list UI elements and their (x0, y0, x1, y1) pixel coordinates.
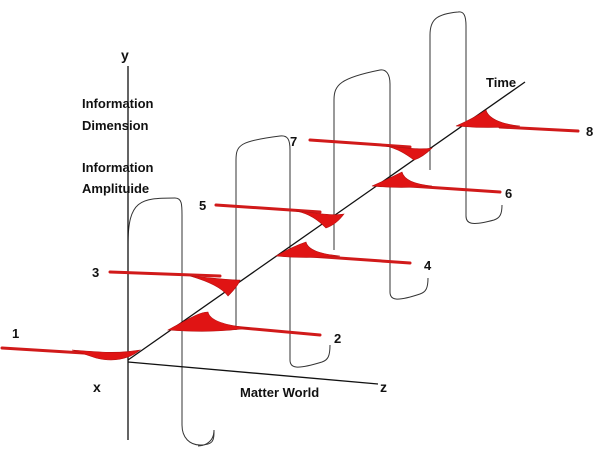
pulse-7 (308, 138, 433, 161)
pulse-4 (275, 241, 412, 265)
pulse-number-4: 4 (424, 258, 432, 273)
plane-loop-4 (429, 11, 503, 224)
pulse-5 (214, 203, 345, 229)
pulse-1 (0, 346, 142, 361)
pulse-8 (455, 109, 580, 133)
z-axis-label: z (380, 379, 387, 395)
matter-world-label: Matter World (240, 385, 319, 400)
info-dimension-label-line1: Information (82, 96, 154, 111)
plane-loop-3 (333, 69, 429, 300)
pulse-number-1: 1 (12, 326, 19, 341)
info-amplitude-label-line1: Information (82, 160, 154, 175)
pulse-number-7: 7 (290, 134, 297, 149)
pulse-2 (166, 311, 322, 337)
plane-loop-2 (235, 135, 331, 368)
info-dimension-label-line2: Dimension (82, 118, 149, 133)
pulse-number-5: 5 (199, 198, 206, 213)
plane-loop-1 (127, 197, 215, 446)
y-axis-label: y (121, 47, 129, 63)
pulses (0, 109, 580, 361)
pulse-6 (371, 171, 502, 194)
plane-loop-1b (197, 429, 215, 447)
z-axis-line (127, 361, 379, 385)
pulse-number-2: 2 (334, 331, 341, 346)
pulse-3 (108, 270, 241, 297)
pulse-number-6: 6 (505, 186, 512, 201)
x-axis-label: x (93, 379, 101, 395)
pulse-number-8: 8 (586, 124, 593, 139)
info-amplitude-label-line2: Amplituide (82, 181, 149, 196)
time-label: Time (486, 75, 516, 90)
pulse-number-3: 3 (92, 265, 99, 280)
plane-loops (127, 11, 503, 447)
